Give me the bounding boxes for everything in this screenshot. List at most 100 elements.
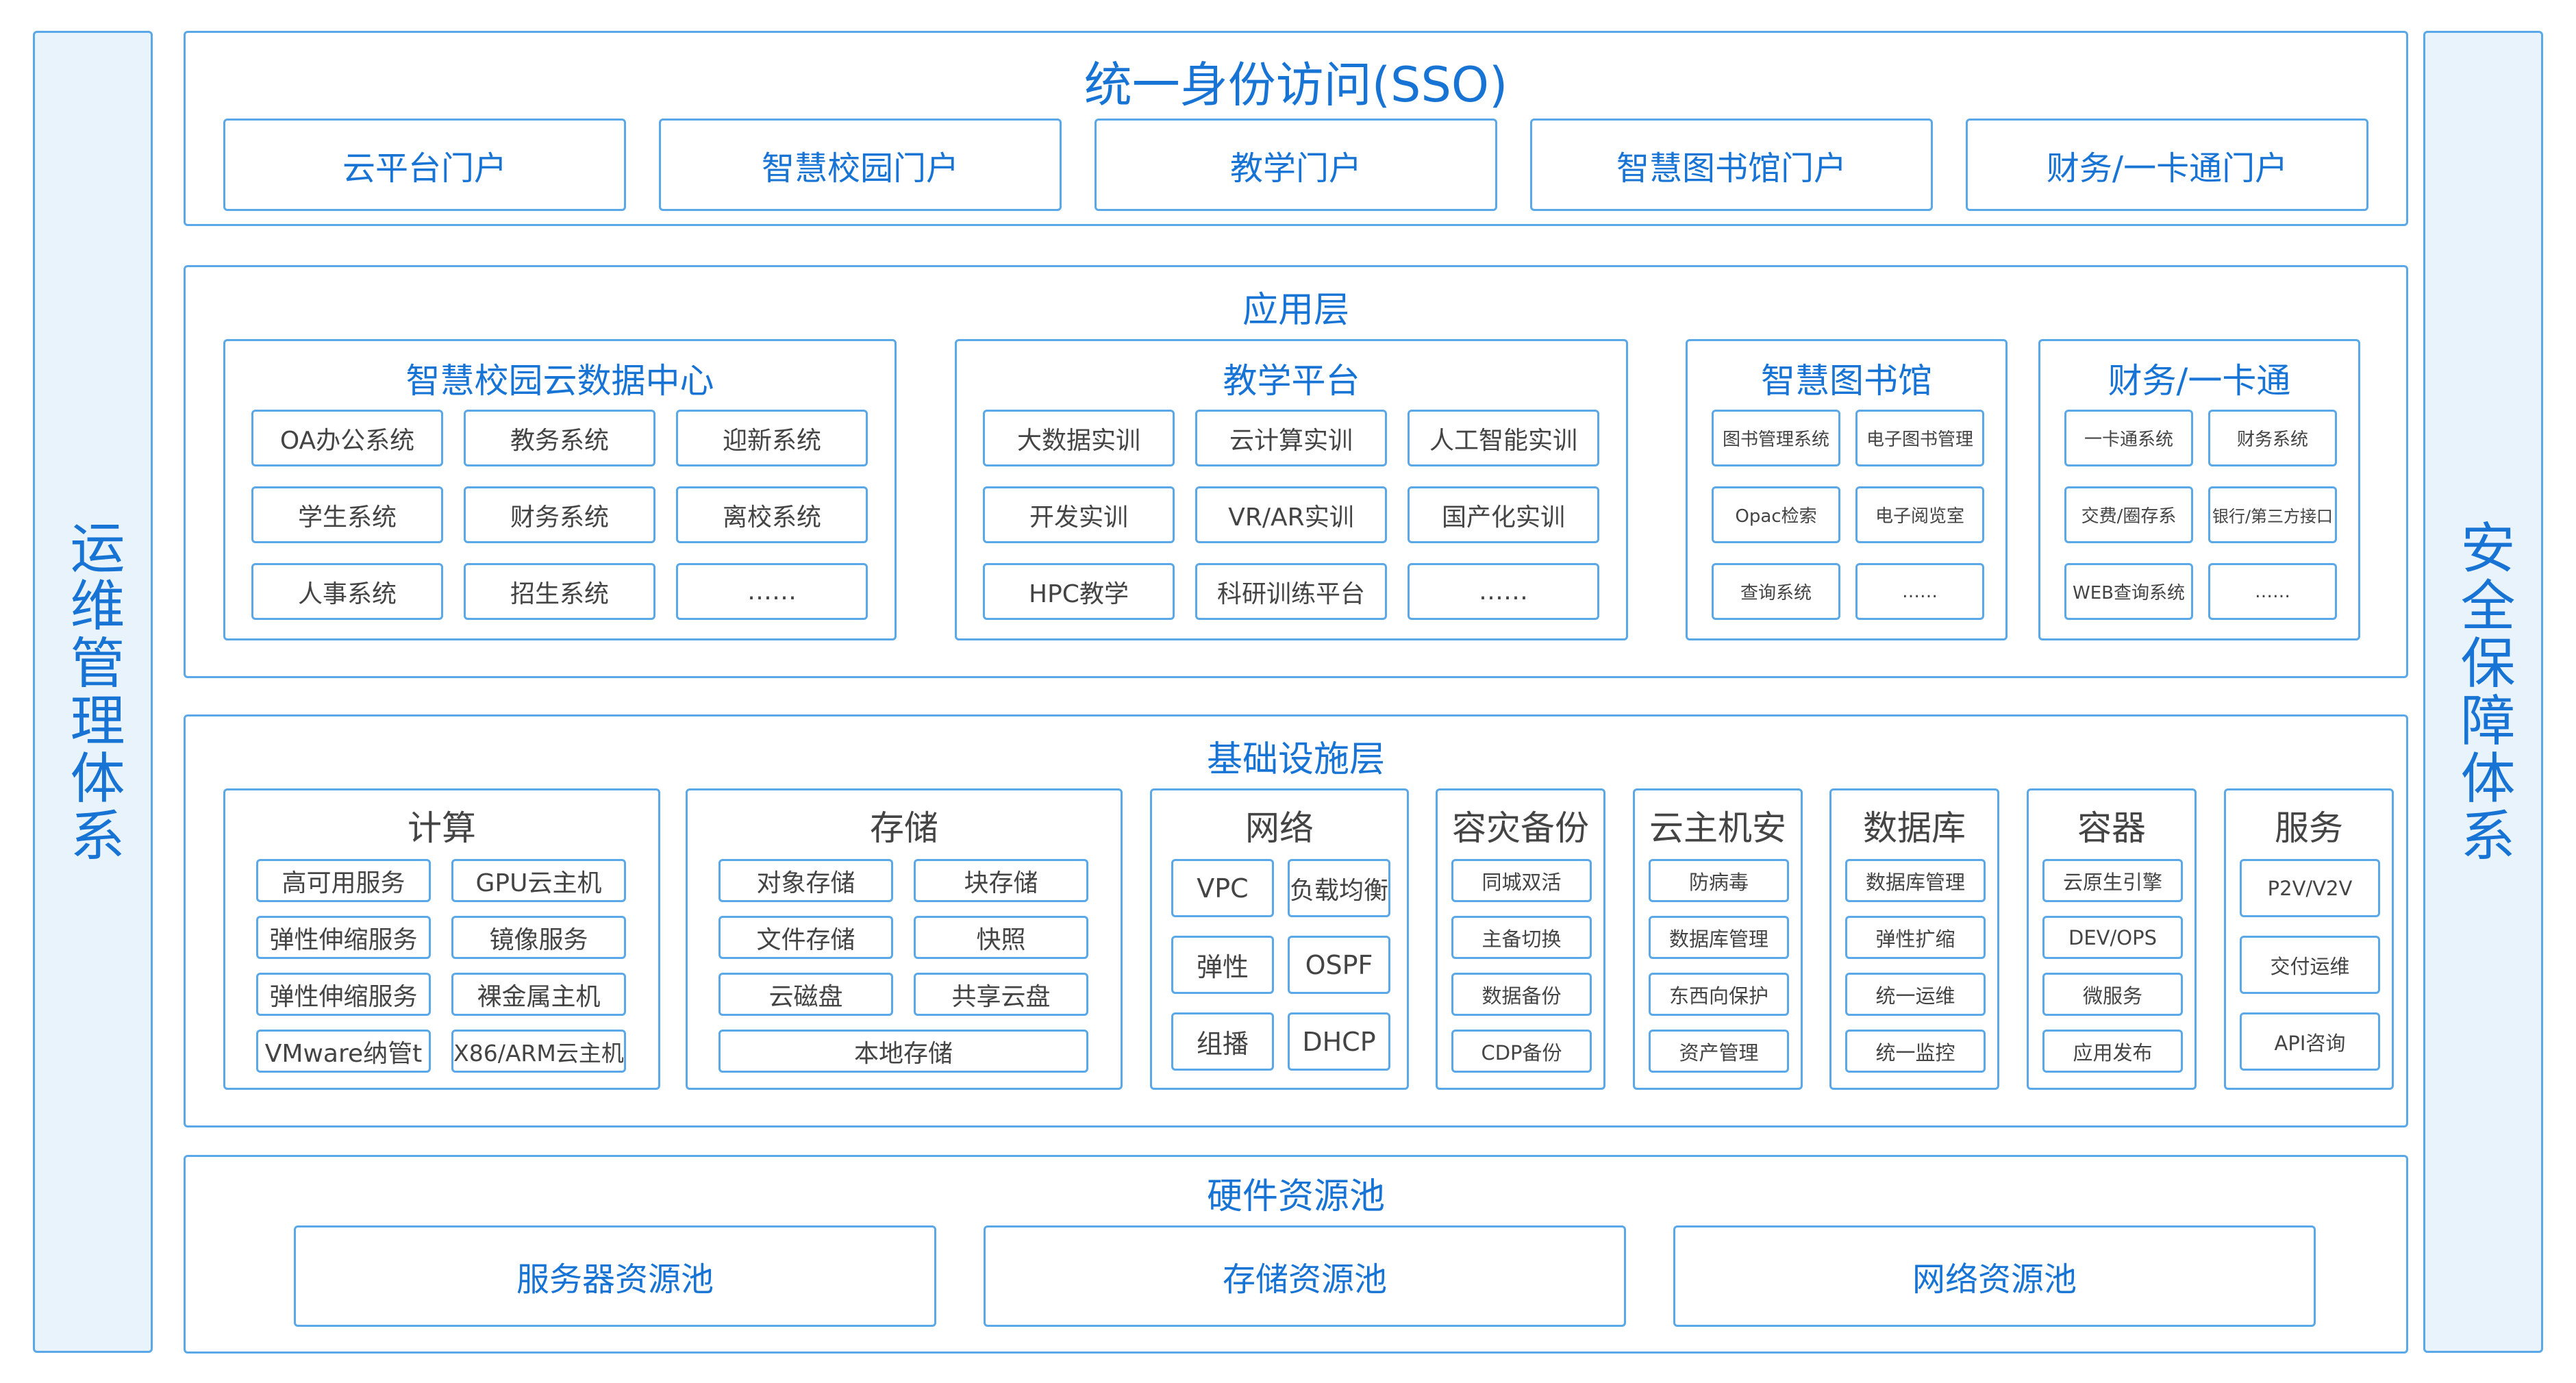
portal-finance-card[interactable]: 财务/一卡通门户 — [1966, 119, 2368, 211]
sso-title: 统一身份访问(SSO) — [1084, 57, 1508, 113]
infra-item[interactable]: 弹性伸缩服务 — [256, 973, 431, 1016]
network-resource-pool[interactable]: 网络资源池 — [1673, 1225, 2316, 1327]
infra-item[interactable]: 云磁盘 — [718, 973, 893, 1016]
app-item[interactable]: 云计算实训 — [1195, 410, 1387, 466]
infra-item[interactable]: X86/ARM云主机 — [451, 1030, 626, 1073]
infra-item[interactable]: 本地存储 — [718, 1030, 1088, 1073]
hardware-layer-title: 硬件资源池 — [1206, 1176, 1385, 1217]
app-item[interactable]: WEB查询系统 — [2064, 563, 2193, 620]
app-item[interactable]: 财务系统 — [464, 486, 655, 543]
app-item[interactable]: 一卡通系统 — [2064, 410, 2193, 466]
app-item[interactable]: Opac检索 — [1712, 486, 1840, 543]
infra-item[interactable]: 组播 — [1171, 1012, 1274, 1071]
infra-item[interactable]: 镜像服务 — [451, 916, 626, 959]
app-item[interactable]: 交费/圈存系 — [2064, 486, 2193, 543]
infra-item[interactable]: P2V/V2V — [2240, 859, 2380, 917]
infra-item[interactable]: 同城双活 — [1451, 859, 1592, 902]
security-assurance-pillar: 安全保障体系 — [2423, 31, 2543, 1353]
infra-item[interactable]: 裸金属主机 — [451, 973, 626, 1016]
infra-item[interactable]: 云原生引擎 — [2042, 859, 2183, 902]
app-item[interactable]: …… — [1408, 563, 1599, 620]
app-item[interactable]: 开发实训 — [983, 486, 1175, 543]
infra-item[interactable]: 资产管理 — [1649, 1030, 1789, 1073]
infra-item[interactable]: 负载均衡 — [1288, 859, 1390, 917]
ops-management-label: 运维管理体系 — [61, 519, 125, 864]
app-item[interactable]: 国产化实训 — [1408, 486, 1599, 543]
app-item[interactable]: 银行/第三方接口 — [2208, 486, 2337, 543]
application-layer-title: 应用层 — [1242, 290, 1349, 331]
app-item[interactable]: …… — [2208, 563, 2337, 620]
infra-item[interactable]: 对象存储 — [718, 859, 893, 902]
app-item[interactable]: 人事系统 — [251, 563, 443, 620]
app-item[interactable]: …… — [676, 563, 868, 620]
portal-cloud-platform[interactable]: 云平台门户 — [223, 119, 626, 211]
app-item[interactable]: …… — [1855, 563, 1984, 620]
app-item[interactable]: 人工智能实训 — [1408, 410, 1599, 466]
infra-item[interactable]: 应用发布 — [2042, 1030, 2183, 1073]
portal-smart-campus[interactable]: 智慧校园门户 — [659, 119, 1062, 211]
infra-item[interactable]: 东西向保护 — [1649, 973, 1789, 1016]
app-item[interactable]: 教务系统 — [464, 410, 655, 466]
infra-item[interactable]: 高可用服务 — [256, 859, 431, 902]
app-item[interactable]: OA办公系统 — [251, 410, 443, 466]
infra-item[interactable]: 数据库管理 — [1649, 916, 1789, 959]
infra-item[interactable]: 弹性伸缩服务 — [256, 916, 431, 959]
app-item[interactable]: 图书管理系统 — [1712, 410, 1840, 466]
infra-item[interactable]: 统一监控 — [1845, 1030, 1986, 1073]
infra-item[interactable]: OSPF — [1288, 936, 1390, 994]
app-item[interactable]: 学生系统 — [251, 486, 443, 543]
infra-item[interactable]: 文件存储 — [718, 916, 893, 959]
infra-item[interactable]: 统一运维 — [1845, 973, 1986, 1016]
infra-item[interactable]: VMware纳管t — [256, 1030, 431, 1073]
app-item[interactable]: 离校系统 — [676, 486, 868, 543]
group-database: 数据库 数据库管理 弹性扩缩 统一运维 统一监控 — [1829, 788, 1999, 1090]
group-title: 计算 — [408, 808, 476, 848]
app-item[interactable]: 迎新系统 — [676, 410, 868, 466]
infra-item[interactable]: 数据库管理 — [1845, 859, 1986, 902]
portal-smart-library[interactable]: 智慧图书馆门户 — [1530, 119, 1933, 211]
infra-item[interactable]: 弹性扩缩 — [1845, 916, 1986, 959]
app-item[interactable]: 财务系统 — [2208, 410, 2337, 466]
app-item[interactable]: VR/AR实训 — [1195, 486, 1387, 543]
group-title: 教学平台 — [1223, 361, 1360, 401]
group-compute: 计算 高可用服务 GPU云主机 弹性伸缩服务 镜像服务 弹性伸缩服务 裸金属主机… — [223, 788, 660, 1090]
infra-item[interactable]: 微服务 — [2042, 973, 2183, 1016]
infra-item[interactable]: 数据备份 — [1451, 973, 1592, 1016]
infra-item[interactable]: 主备切换 — [1451, 916, 1592, 959]
hardware-layer: 硬件资源池 服务器资源池 存储资源池 网络资源池 — [184, 1155, 2408, 1354]
infra-item[interactable]: DHCP — [1288, 1012, 1390, 1071]
app-item[interactable]: 招生系统 — [464, 563, 655, 620]
infra-item[interactable]: 块存储 — [914, 859, 1088, 902]
ops-management-pillar: 运维管理体系 — [33, 31, 153, 1353]
group-title: 数据库 — [1863, 808, 1966, 848]
infra-item[interactable]: 弹性 — [1171, 936, 1274, 994]
group-teaching-platform: 教学平台 大数据实训 云计算实训 人工智能实训 开发实训 VR/AR实训 国产化… — [955, 339, 1628, 640]
security-assurance-label: 安全保障体系 — [2451, 519, 2516, 864]
server-resource-pool[interactable]: 服务器资源池 — [294, 1225, 936, 1327]
infra-item[interactable]: 快照 — [914, 916, 1088, 959]
app-item[interactable]: 科研训练平台 — [1195, 563, 1387, 620]
infra-item[interactable]: CDP备份 — [1451, 1030, 1592, 1073]
infra-item[interactable]: 共享云盘 — [914, 973, 1088, 1016]
group-smart-library: 智慧图书馆 图书管理系统 电子图书管理 Opac检索 电子阅览室 查询系统 …… — [1686, 339, 2008, 640]
infra-item[interactable]: DEV/OPS — [2042, 916, 2183, 959]
group-title: 容器 — [2077, 808, 2146, 848]
infra-item[interactable]: GPU云主机 — [451, 859, 626, 902]
infra-item[interactable]: VPC — [1171, 859, 1274, 917]
infra-item[interactable]: 交付运维 — [2240, 936, 2380, 994]
group-storage: 存储 对象存储 块存储 文件存储 快照 云磁盘 共享云盘 本地存储 — [686, 788, 1123, 1090]
sso-layer: 统一身份访问(SSO) 云平台门户 智慧校园门户 教学门户 智慧图书馆门户 财务… — [184, 31, 2408, 226]
app-item[interactable]: HPC教学 — [983, 563, 1175, 620]
infrastructure-layer: 基础设施层 计算 高可用服务 GPU云主机 弹性伸缩服务 镜像服务 弹性伸缩服务… — [184, 714, 2408, 1127]
infra-item[interactable]: API咨询 — [2240, 1012, 2380, 1071]
portal-teaching[interactable]: 教学门户 — [1095, 119, 1497, 211]
app-item[interactable]: 电子图书管理 — [1855, 410, 1984, 466]
infra-item[interactable]: 防病毒 — [1649, 859, 1789, 902]
group-title: 财务/一卡通 — [2108, 361, 2291, 401]
app-item[interactable]: 电子阅览室 — [1855, 486, 1984, 543]
group-container: 容器 云原生引擎 DEV/OPS 微服务 应用发布 — [2027, 788, 2197, 1090]
application-layer: 应用层 智慧校园云数据中心 OA办公系统 教务系统 迎新系统 学生系统 财务系统… — [184, 265, 2408, 678]
storage-resource-pool[interactable]: 存储资源池 — [984, 1225, 1626, 1327]
app-item[interactable]: 查询系统 — [1712, 563, 1840, 620]
app-item[interactable]: 大数据实训 — [983, 410, 1175, 466]
